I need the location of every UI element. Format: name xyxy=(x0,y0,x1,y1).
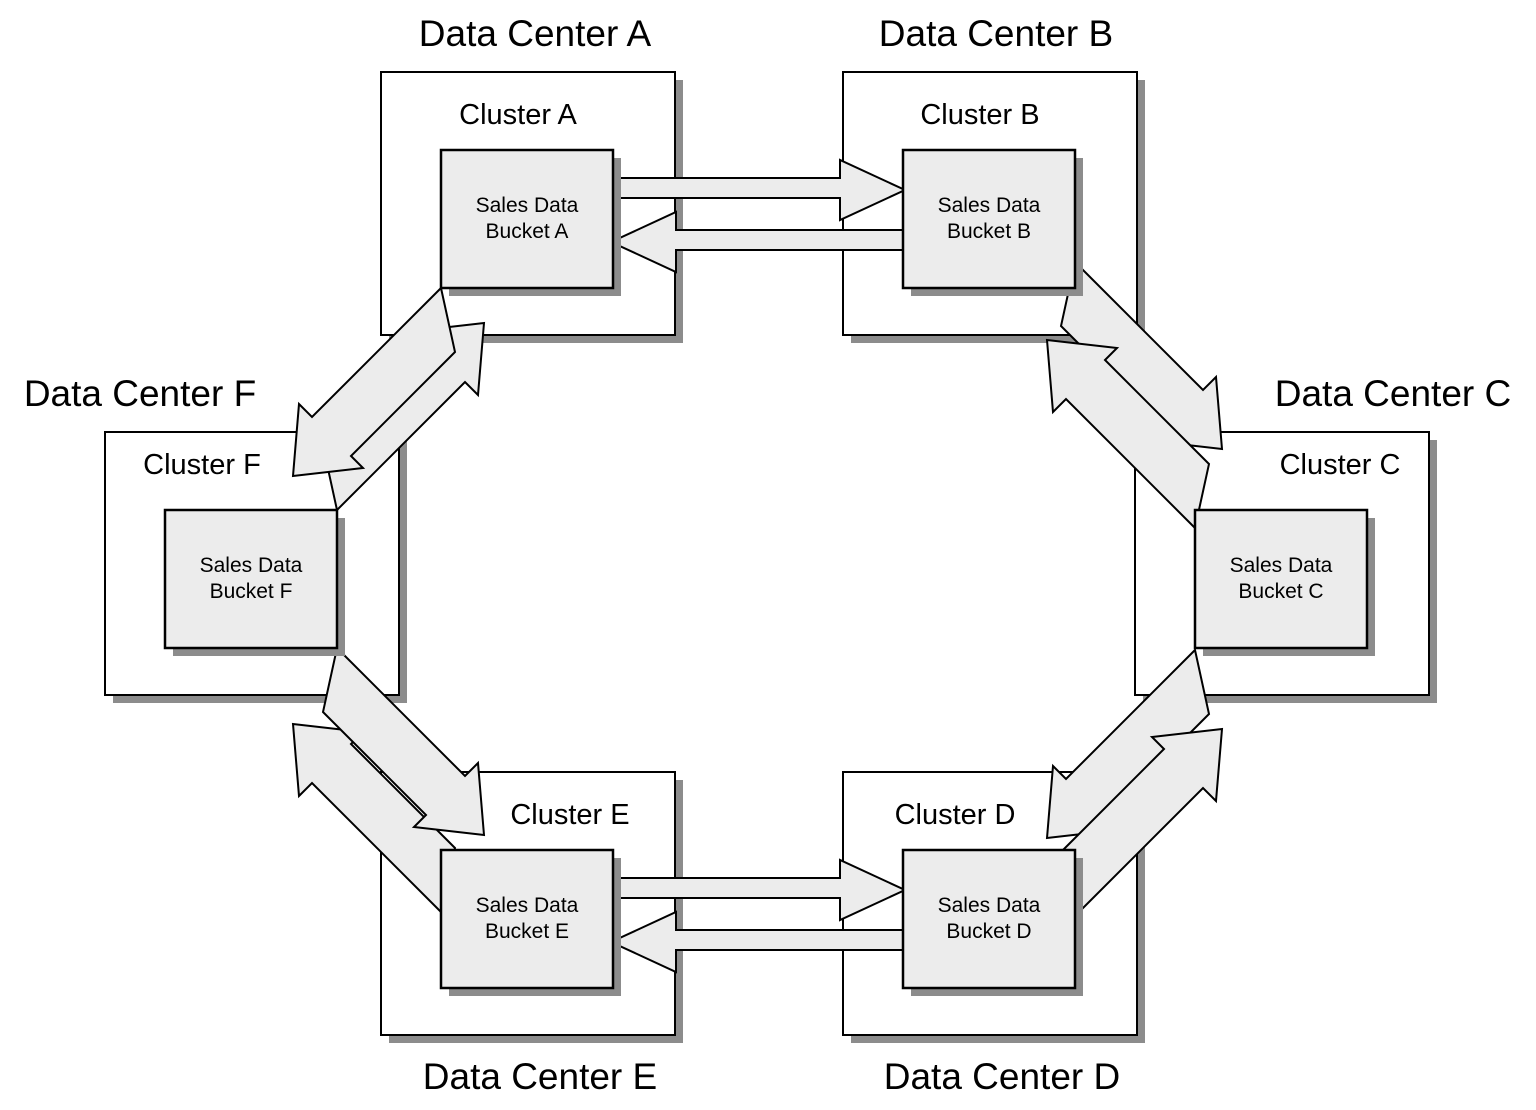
cluster-e-title: Cluster E xyxy=(510,799,629,831)
cluster-a-title: Cluster A xyxy=(459,99,577,131)
arrow-a-to-f[interactable] xyxy=(291,285,457,478)
datacenter-b-title: Data Center B xyxy=(879,13,1113,54)
arrow-a-to-b[interactable] xyxy=(612,158,908,222)
arrow-b-to-a[interactable] xyxy=(608,210,904,274)
datacenter-f-title: Data Center F xyxy=(24,373,256,414)
bucket-f-group[interactable]: Sales Data Bucket F xyxy=(163,508,345,656)
datacenter-a-title: Data Center A xyxy=(419,13,652,54)
bucket-b-label-line2: Bucket B xyxy=(947,220,1031,243)
bucket-b-box[interactable] xyxy=(901,148,1077,290)
bucket-c-label-line1: Sales Data xyxy=(1230,554,1333,577)
bucket-d-box[interactable] xyxy=(901,848,1077,990)
cluster-c-title: Cluster C xyxy=(1280,449,1401,481)
datacenter-d-title: Data Center D xyxy=(884,1056,1121,1097)
arrow-c-to-b[interactable] xyxy=(1045,338,1211,531)
datacenter-c-title: Data Center C xyxy=(1275,373,1512,414)
bucket-f-label-line2: Bucket F xyxy=(210,580,293,603)
bucket-b-group[interactable]: Sales Data Bucket B xyxy=(901,148,1083,296)
bucket-d-label-line2: Bucket D xyxy=(946,920,1031,943)
bucket-a-label-line2: Bucket A xyxy=(486,220,569,243)
arrow-d-to-c[interactable] xyxy=(1059,727,1224,919)
bucket-a-group[interactable]: Sales Data Bucket A xyxy=(439,148,621,296)
arrow-d-to-e[interactable] xyxy=(608,910,904,974)
bucket-c-group[interactable]: Sales Data Bucket C xyxy=(1193,508,1375,656)
bucket-d-label-line1: Sales Data xyxy=(938,894,1041,917)
bucket-d-group[interactable]: Sales Data Bucket D xyxy=(901,848,1083,996)
arrow-f-to-e[interactable] xyxy=(321,645,486,837)
bucket-e-label-line1: Sales Data xyxy=(476,894,579,917)
bucket-c-label-line2: Bucket C xyxy=(1238,580,1323,603)
bucket-a-box[interactable] xyxy=(439,148,615,290)
bucket-e-label-line2: Bucket E xyxy=(485,920,569,943)
bucket-b-label-line1: Sales Data xyxy=(938,194,1041,217)
cluster-f-title: Cluster F xyxy=(143,449,261,481)
arrow-e-to-d[interactable] xyxy=(612,858,908,922)
bucket-c-box[interactable] xyxy=(1193,508,1369,650)
datacenter-e-title: Data Center E xyxy=(423,1056,657,1097)
bucket-e-box[interactable] xyxy=(439,848,615,990)
bucket-f-box[interactable] xyxy=(163,508,339,650)
bucket-e-group[interactable]: Sales Data Bucket E xyxy=(439,848,621,996)
cluster-d-title: Cluster D xyxy=(895,799,1016,831)
cluster-b-title: Cluster B xyxy=(920,99,1039,131)
bucket-f-label-line1: Sales Data xyxy=(200,554,303,577)
bucket-a-label-line1: Sales Data xyxy=(476,194,579,217)
